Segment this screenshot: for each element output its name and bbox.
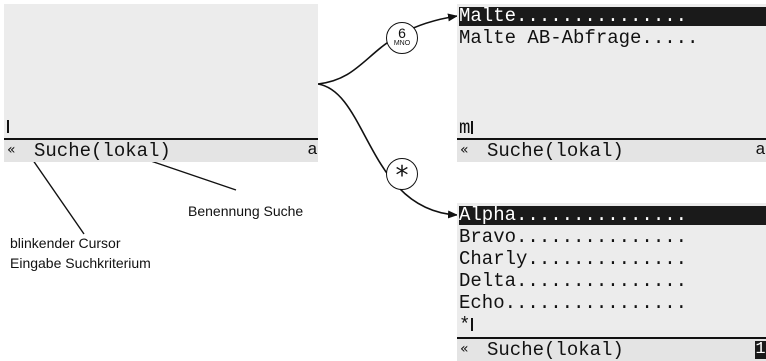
- status-bar: « Suche(lokal) 1: [457, 337, 766, 361]
- list-item: Bravo...............: [459, 226, 688, 248]
- blinking-cursor: [7, 120, 9, 133]
- arrow-to-top-panel: [317, 13, 458, 85]
- caption-cursor-line1: blinkender Cursor: [10, 235, 121, 251]
- key-symbol: *: [395, 161, 409, 191]
- list-item: Echo................: [459, 292, 688, 314]
- input-line: m: [459, 117, 474, 139]
- caption-cursor-line2: Eingabe Suchkriterium: [10, 255, 151, 271]
- display-initial: « Suche(lokal) a: [4, 4, 318, 162]
- caption-cursor: blinkender Cursor Eingabe Suchkriterium: [10, 233, 151, 273]
- input-line: *: [459, 314, 474, 336]
- arrow-to-bottom-panel: [317, 83, 458, 219]
- input-mode-indicator: a: [307, 141, 318, 160]
- key-6-mno-icon: 6 MNO: [386, 22, 418, 54]
- input-text: m: [459, 117, 471, 139]
- list-item-selected: Malte...............: [459, 7, 766, 26]
- status-bar: « Suche(lokal) a: [457, 138, 766, 162]
- list-item: Malte AB-Abfrage.....: [459, 27, 699, 49]
- blinking-cursor: [471, 318, 474, 331]
- phonebook-icon: «: [460, 142, 469, 158]
- input-mode-indicator: 1: [755, 340, 766, 359]
- phonebook-icon: «: [7, 142, 16, 158]
- caption-naming: Benennung Suche: [188, 203, 304, 219]
- input-line: [6, 118, 9, 137]
- phonebook-icon: «: [460, 341, 469, 357]
- input-text: *: [459, 314, 471, 336]
- leader-naming: [141, 157, 237, 191]
- status-label: Suche(lokal): [34, 140, 171, 162]
- status-bar: « Suche(lokal) a: [4, 138, 318, 162]
- status-label: Suche(lokal): [487, 140, 624, 162]
- key-letters: MNO: [393, 40, 411, 47]
- display-result-star: Alpha............... Bravo..............…: [457, 203, 766, 361]
- key-star-icon: *: [386, 158, 418, 191]
- input-mode-indicator: a: [755, 141, 766, 160]
- key-digit: 6: [398, 25, 406, 41]
- display-result-6: Malte............... Malte AB-Abfrage...…: [457, 4, 766, 162]
- list-item-selected: Alpha...............: [459, 206, 766, 225]
- status-label: Suche(lokal): [487, 339, 624, 361]
- blinking-cursor: [471, 121, 474, 134]
- list-item: Charly..............: [459, 248, 688, 270]
- list-item: Delta...............: [459, 270, 688, 292]
